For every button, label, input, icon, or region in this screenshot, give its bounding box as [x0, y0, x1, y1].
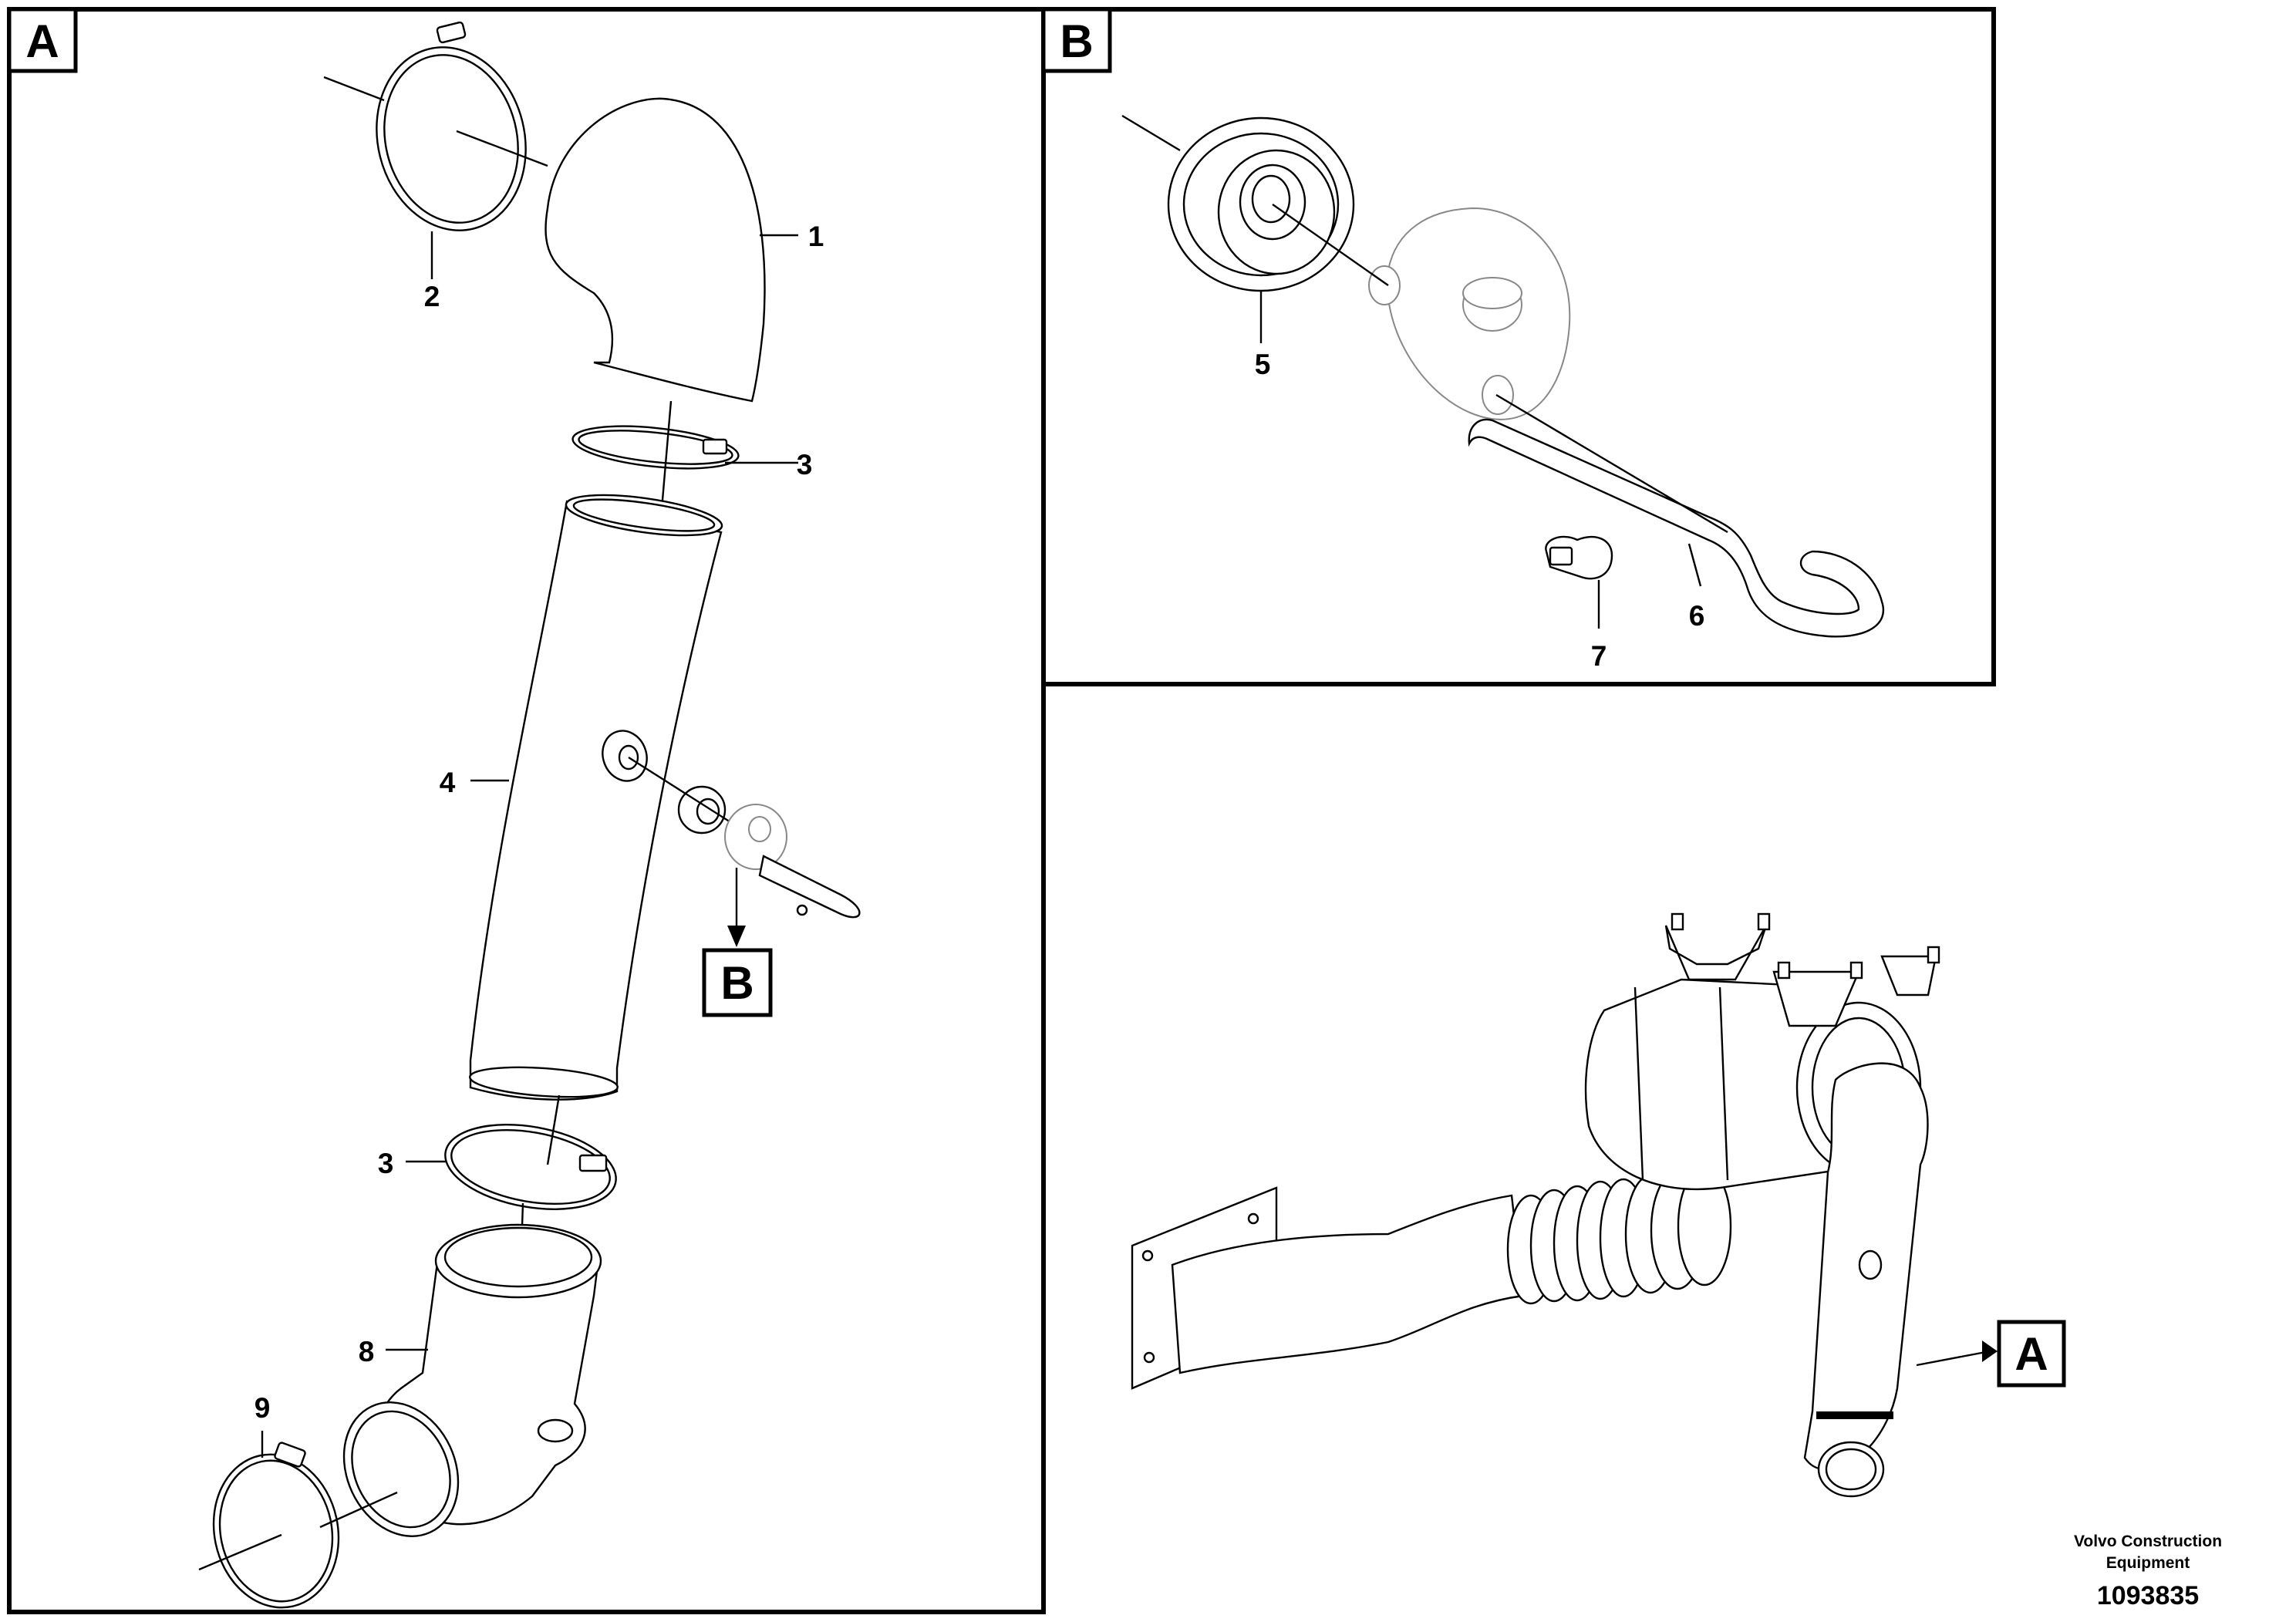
part-label-3-bottom: 3 [378, 1148, 394, 1179]
company-line-2: Equipment [2106, 1554, 2190, 1572]
part-1-elbow [456, 97, 798, 403]
part-label-2: 2 [424, 281, 440, 312]
part-9-clamp [198, 1431, 398, 1609]
footer: Volvo Construction Equipment 1093835 [2074, 1533, 2222, 1610]
part-label-3-top: 3 [797, 449, 813, 481]
part-label-8: 8 [359, 1336, 375, 1367]
part-4-pipe [469, 494, 723, 1165]
part-3-top-clamp [571, 400, 798, 510]
panel-a-tag-box [7, 7, 78, 73]
part-label-1: 1 [808, 221, 824, 252]
part-label-7: 7 [1591, 640, 1607, 672]
overview-panel: A [1041, 684, 2066, 1612]
air-filter-assembly [1131, 912, 1940, 1498]
callout-a-box [1997, 1320, 2066, 1388]
drawing-number: 1093835 [2097, 1581, 2199, 1610]
part-7-clip [1545, 535, 1613, 629]
part-label-6: 6 [1689, 600, 1705, 632]
part-2-clamp [323, 21, 527, 279]
panel-b-frame [1041, 7, 1996, 686]
part-8-outlet [342, 1223, 602, 1537]
sensor-assembly: B [602, 730, 861, 1017]
bellows [1506, 1166, 1732, 1305]
part-label-5: 5 [1255, 349, 1271, 380]
sensor-body-ghost [1368, 207, 1571, 420]
panel-a-tag: A [25, 15, 59, 67]
callout-b-box [702, 948, 773, 1017]
part-label-4: 4 [440, 767, 456, 798]
callout-a: A [2014, 1328, 2048, 1380]
panel-b-tag-box [1041, 7, 1112, 73]
part-5-grommet [1121, 114, 1389, 343]
part-6-hose [1468, 393, 1884, 638]
part-label-9: 9 [255, 1392, 271, 1424]
panel-b: B [1041, 7, 1996, 686]
callout-b: B [720, 957, 754, 1009]
panel-b-tag: B [1060, 15, 1093, 67]
panel-a: A [7, 7, 1046, 1614]
company-line-1: Volvo Construction [2074, 1533, 2222, 1550]
